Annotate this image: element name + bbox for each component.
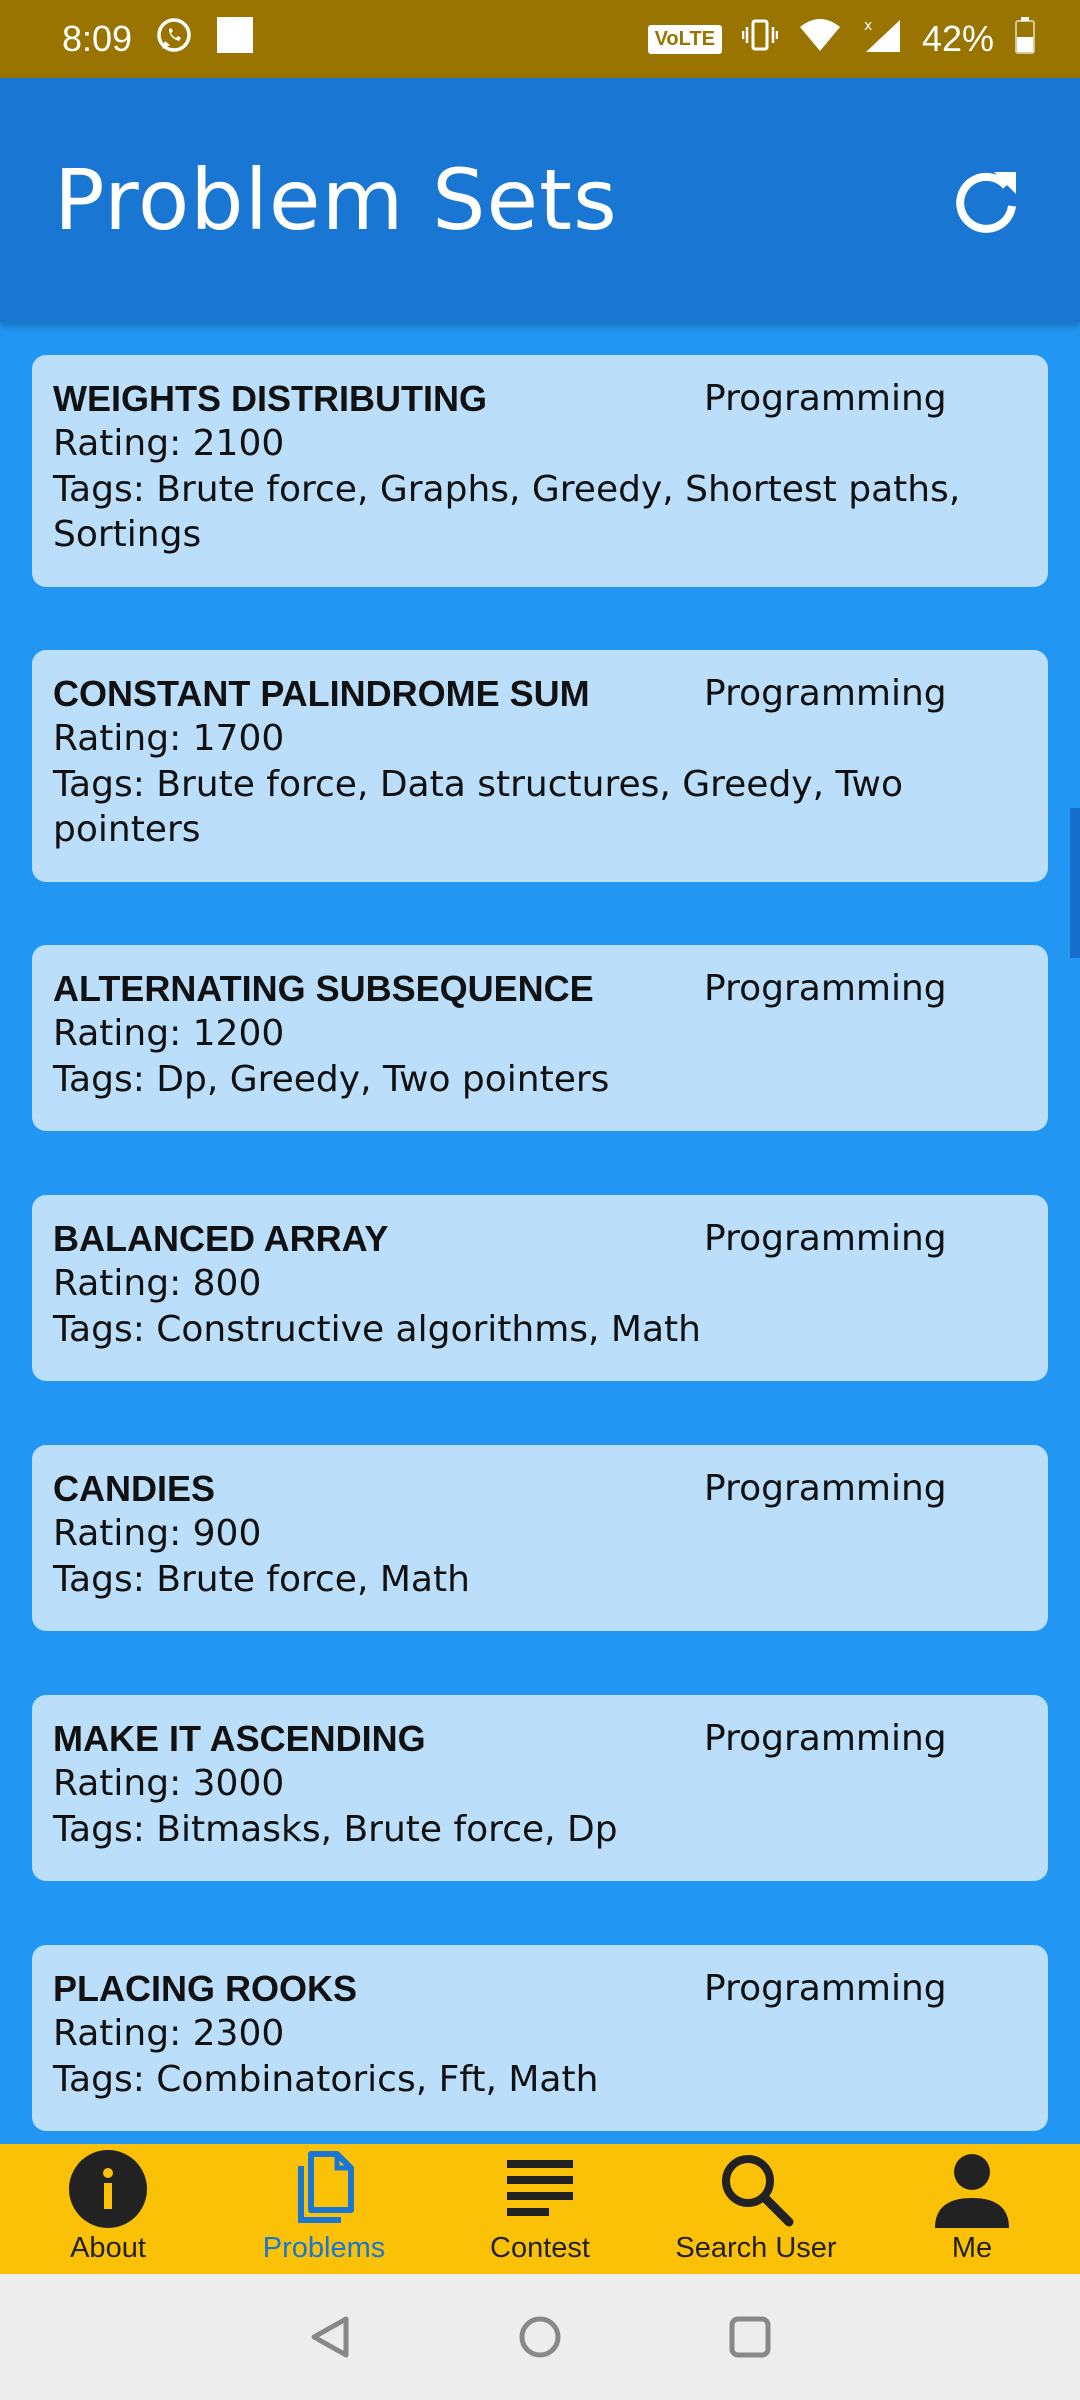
problem-rating: Rating: 2100	[53, 423, 285, 464]
problem-type: Programming	[704, 1718, 947, 1759]
system-navigation-bar	[0, 2274, 1080, 2400]
problem-tags: Tags: Combinatorics, Fft, Math	[53, 2059, 599, 2100]
problem-type: Programming	[704, 1968, 947, 2009]
nav-me[interactable]: Me	[864, 2144, 1080, 2274]
problem-rating: Rating: 1700	[53, 718, 285, 759]
problem-type: Programming	[704, 968, 947, 1009]
problem-tags: Tags: Dp, Greedy, Two pointers	[53, 1059, 610, 1100]
problem-name: PLACING ROOKS	[53, 1968, 358, 2009]
problem-card[interactable]: CONSTANT PALINDROME SUM Programming Rati…	[32, 650, 1048, 882]
nav-contest[interactable]: Contest	[432, 2144, 648, 2274]
vibrate-icon	[741, 17, 779, 62]
nav-problems[interactable]: Problems	[216, 2144, 432, 2274]
problem-type: Programming	[704, 1218, 947, 1259]
problem-tags: Tags: Brute force, Graphs, Greedy, Short…	[53, 469, 961, 510]
nav-search-user[interactable]: Search User	[648, 2144, 864, 2274]
back-triangle-icon	[311, 2316, 349, 2358]
person-icon	[935, 2154, 1009, 2228]
refresh-icon	[956, 172, 1016, 233]
battery-icon	[1014, 16, 1036, 63]
whatsapp-icon	[154, 15, 194, 64]
status-bar: 8:09 VoLTE x 42%	[0, 0, 1080, 78]
problem-list[interactable]: WEIGHTS DISTRIBUTING Programming Rating:…	[0, 322, 1080, 2144]
problem-name: BALANCED ARRAY	[53, 1218, 389, 1259]
nav-search-user-label: Search User	[675, 2232, 837, 2264]
nav-about-label: About	[70, 2232, 146, 2264]
nav-contest-label: Contest	[490, 2232, 590, 2264]
svg-text:x: x	[864, 18, 872, 34]
wifi-icon	[798, 17, 842, 62]
nav-me-label: Me	[951, 2232, 993, 2264]
problem-name: CANDIES	[53, 1468, 216, 1509]
problem-type: Programming	[704, 378, 947, 419]
problem-tags: Tags: Brute force, Data structures, Gree…	[53, 764, 903, 805]
battery-percentage: 42%	[921, 18, 994, 59]
problem-card[interactable]: PLACING ROOKS Programming Rating: 2300 T…	[32, 1945, 1048, 2131]
problem-rating: Rating: 900	[53, 1513, 262, 1554]
volte-badge: VoLTE	[647, 24, 722, 54]
problem-name: MAKE IT ASCENDING	[53, 1718, 426, 1759]
status-time: 8:09	[62, 18, 133, 59]
problem-tags-continued: Sortings	[53, 514, 202, 555]
problem-name: ALTERNATING SUBSEQUENCE	[53, 968, 594, 1009]
recents-button[interactable]	[720, 2307, 780, 2367]
recents-square-icon	[729, 2316, 771, 2358]
notification-square-icon	[216, 16, 254, 63]
documents-icon	[298, 2151, 354, 2223]
problem-card[interactable]: CANDIES Programming Rating: 900 Tags: Br…	[32, 1445, 1048, 1631]
problem-card[interactable]: ALTERNATING SUBSEQUENCE Programming Rati…	[32, 945, 1048, 1131]
home-circle-icon	[519, 2316, 561, 2358]
problem-tags: Tags: Brute force, Math	[53, 1559, 470, 1600]
problem-type: Programming	[704, 1468, 947, 1509]
problem-rating: Rating: 1200	[53, 1013, 285, 1054]
problem-rating: Rating: 3000	[53, 1763, 285, 1804]
nav-about[interactable]: About	[0, 2144, 216, 2274]
problem-tags: Tags: Constructive algorithms, Math	[53, 1309, 701, 1350]
page-title: Problem Sets	[54, 151, 618, 249]
problem-rating: Rating: 2300	[53, 2013, 285, 2054]
search-icon	[722, 2155, 794, 2227]
signal-icon: x	[862, 16, 902, 63]
info-icon	[69, 2150, 147, 2228]
problem-type: Programming	[704, 673, 947, 714]
problem-rating: Rating: 800	[53, 1263, 262, 1304]
problem-tags: Tags: Bitmasks, Brute force, Dp	[53, 1809, 618, 1850]
refresh-button[interactable]	[946, 160, 1026, 240]
scrollbar-thumb[interactable]	[1070, 808, 1080, 958]
problem-name: CONSTANT PALINDROME SUM	[53, 673, 590, 714]
list-lines-icon	[507, 2160, 573, 2216]
problem-card[interactable]: BALANCED ARRAY Programming Rating: 800 T…	[32, 1195, 1048, 1381]
bottom-navigation: About Problems Contest Search User Me	[0, 2144, 1080, 2274]
home-button[interactable]	[510, 2307, 570, 2367]
app-bar: Problem Sets	[0, 78, 1080, 322]
problem-card[interactable]: MAKE IT ASCENDING Programming Rating: 30…	[32, 1695, 1048, 1881]
problem-tags-continued: pointers	[53, 809, 201, 850]
problem-card[interactable]: WEIGHTS DISTRIBUTING Programming Rating:…	[32, 355, 1048, 587]
back-button[interactable]	[300, 2307, 360, 2367]
nav-problems-label: Problems	[262, 2232, 386, 2264]
problem-name: WEIGHTS DISTRIBUTING	[53, 378, 487, 419]
